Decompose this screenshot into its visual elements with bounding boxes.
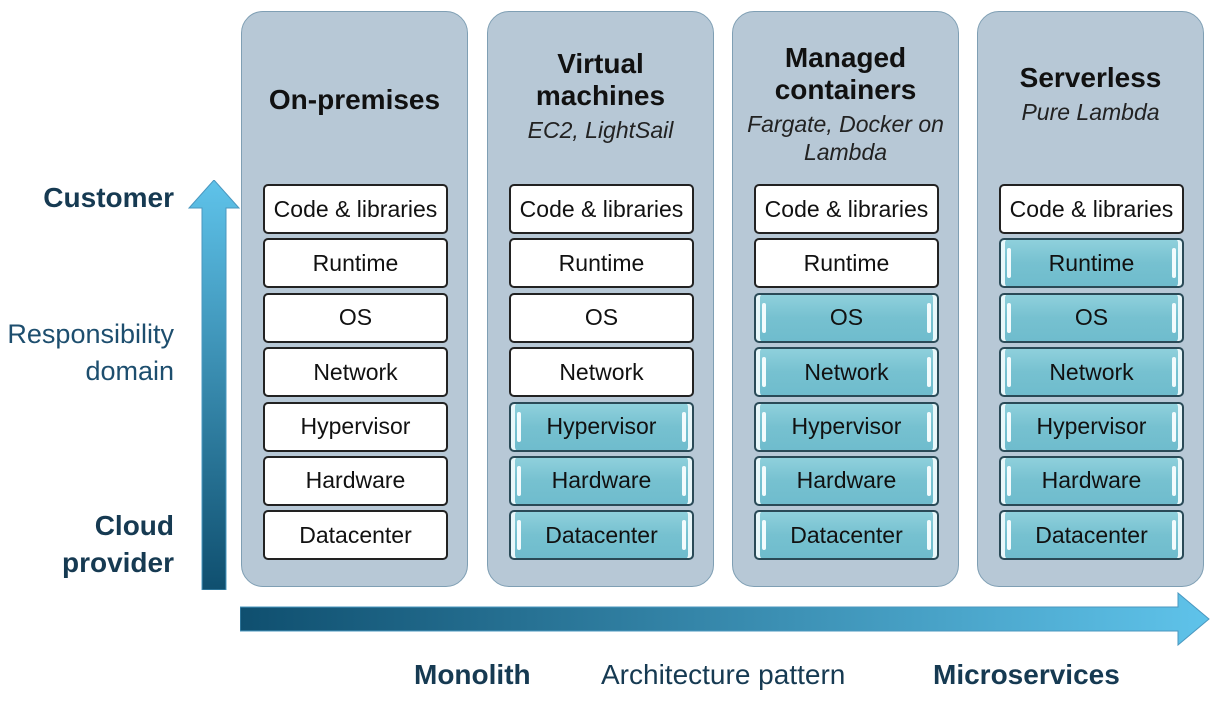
column-title-line1: On-premises (268, 84, 441, 115)
column-title-line1: Serverless (1019, 62, 1162, 93)
layer-runtime: Runtime (999, 238, 1184, 289)
layer-datacenter: Datacenter (754, 510, 939, 561)
cloud-provider-label-line2: provider (61, 547, 174, 578)
cloud-provider-label-line1: Cloud (94, 510, 174, 541)
layer-runtime: Runtime (509, 238, 694, 289)
layer-runtime: Runtime (263, 238, 448, 289)
column-subtitle-line1: Pure Lambda (1021, 99, 1160, 125)
layer-code-libraries: Code & libraries (754, 184, 939, 234)
responsibility-arrow (188, 180, 240, 590)
layer-network: Network (999, 347, 1184, 398)
layer-network: Network (754, 347, 939, 398)
layer-code-libraries: Code & libraries (263, 184, 448, 234)
responsibility-label-line2: domain (85, 356, 174, 386)
layer-os: OS (263, 292, 448, 343)
layer-hardware: Hardware (754, 455, 939, 506)
layer-os: OS (509, 292, 694, 343)
layer-hardware: Hardware (263, 455, 448, 506)
monolith-label: Monolith (414, 659, 531, 690)
layer-os: OS (754, 292, 939, 343)
layer-os: OS (999, 292, 1184, 343)
column-title-line1: Managed (784, 42, 907, 73)
column-subtitle-line1: Fargate, Docker on (747, 111, 944, 137)
layer-hypervisor: Hypervisor (999, 401, 1184, 452)
layer-hypervisor: Hypervisor (263, 401, 448, 452)
layer-hypervisor: Hypervisor (754, 401, 939, 452)
layer-hardware: Hardware (509, 455, 694, 506)
layer-code-libraries: Code & libraries (509, 184, 694, 234)
microservices-label: Microservices (933, 659, 1120, 690)
architecture-arrow (240, 592, 1210, 646)
responsibility-label-line1: Responsibility (7, 319, 174, 349)
layer-network: Network (509, 347, 694, 398)
column-subtitle-line2: Lambda (803, 139, 888, 165)
layer-network: Network (263, 347, 448, 398)
column-header: On-premises (242, 84, 467, 116)
layer-hypervisor: Hypervisor (509, 401, 694, 452)
layer-hardware: Hardware (999, 455, 1184, 506)
column-title-line1: Virtual (557, 48, 644, 79)
column-subtitle-line1: EC2, LightSail (527, 117, 674, 143)
architecture-pattern-label: Architecture pattern (601, 659, 846, 690)
layer-datacenter: Datacenter (509, 510, 694, 561)
layer-datacenter: Datacenter (999, 510, 1184, 561)
column-title-line2: machines (535, 80, 666, 111)
column-title-line2: containers (774, 74, 917, 105)
layer-datacenter: Datacenter (263, 510, 448, 561)
customer-label: Customer (43, 182, 174, 213)
layer-runtime: Runtime (754, 238, 939, 289)
layer-code-libraries: Code & libraries (999, 184, 1184, 234)
